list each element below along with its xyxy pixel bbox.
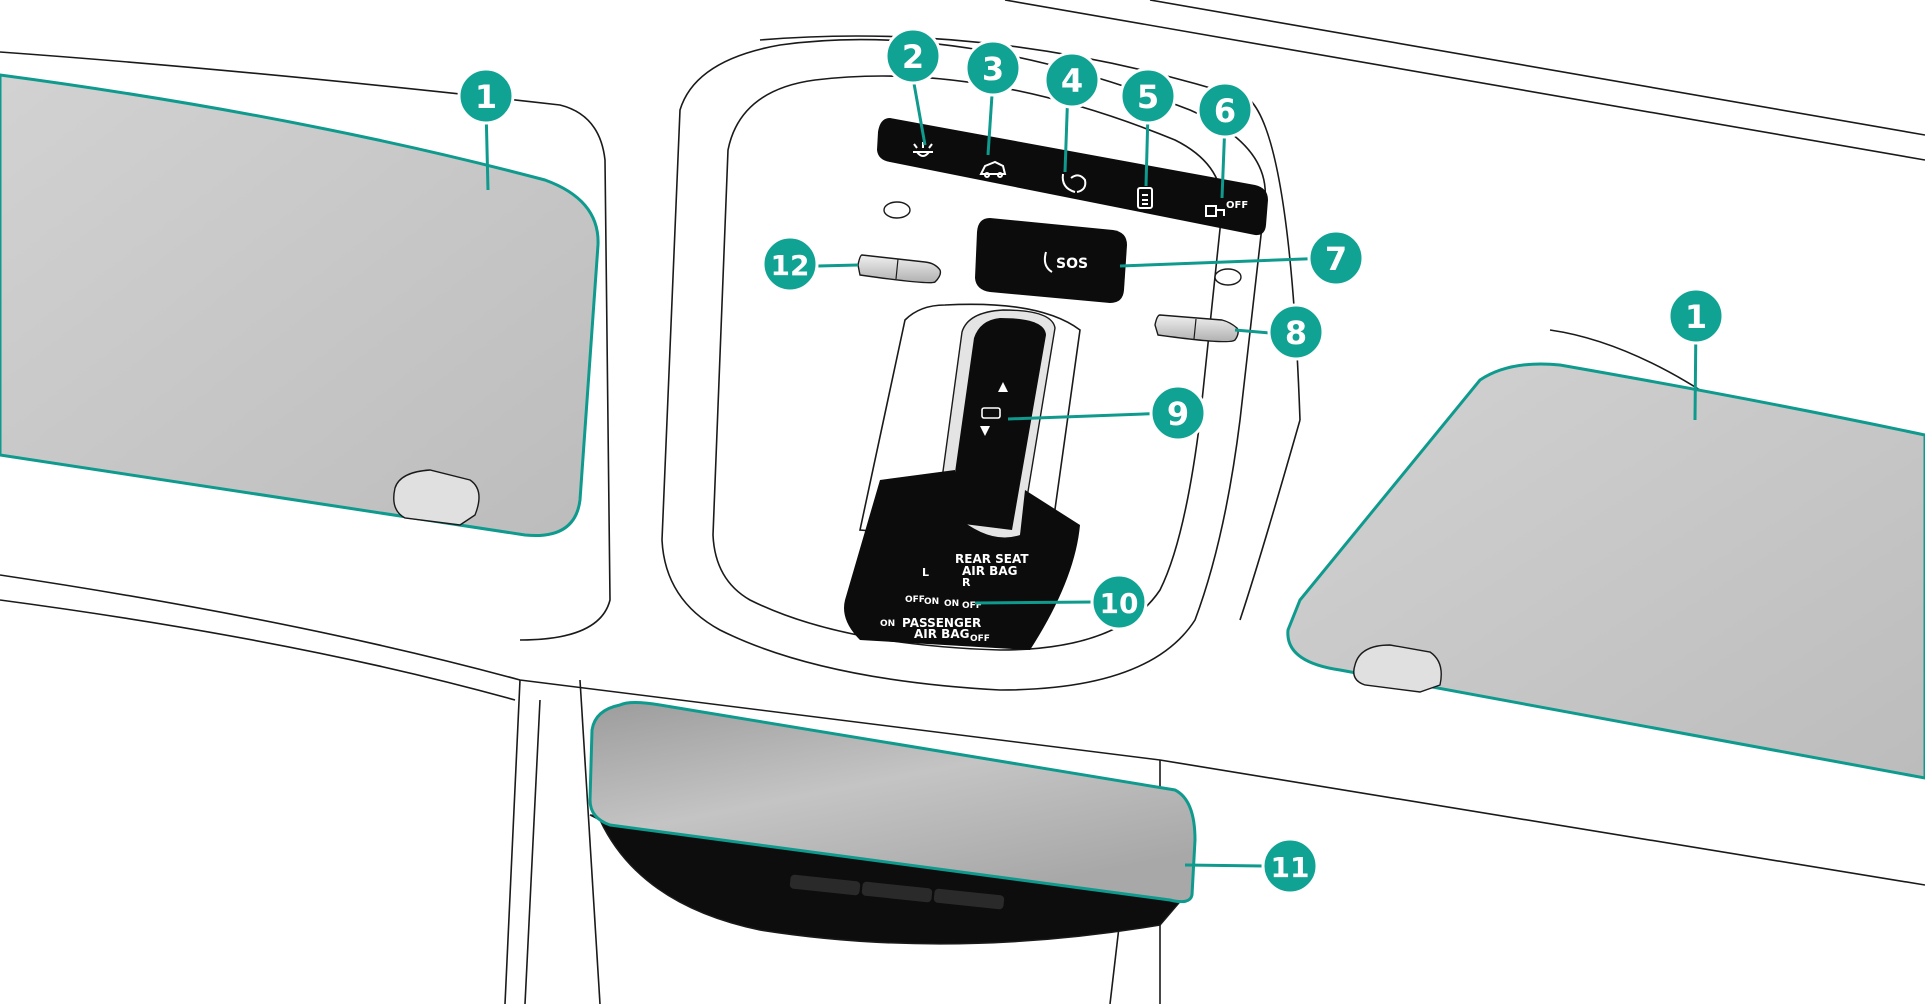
callout-12: 12 xyxy=(763,237,817,291)
left-sun-visor[interactable] xyxy=(0,75,598,536)
svg-text:1: 1 xyxy=(475,78,497,116)
svg-text:12: 12 xyxy=(771,249,810,282)
callout-6: 6 xyxy=(1198,83,1252,137)
callout-3: 3 xyxy=(966,41,1020,95)
passenger-on-text: ON xyxy=(880,619,895,629)
svg-text:2: 2 xyxy=(902,38,924,76)
passenger-airbag-text: AIR BAG xyxy=(914,627,969,641)
svg-text:11: 11 xyxy=(1271,851,1310,884)
right-sun-visor[interactable] xyxy=(1288,364,1925,778)
callout-1-right: 1 xyxy=(1669,289,1723,343)
svg-text:5: 5 xyxy=(1137,78,1159,116)
left-reading-light-button[interactable] xyxy=(858,255,940,283)
sos-label: SOS xyxy=(1056,256,1088,272)
airbag-status-2: ON xyxy=(924,597,939,607)
svg-text:9: 9 xyxy=(1167,395,1189,433)
svg-text:7: 7 xyxy=(1325,240,1347,278)
callout-4: 4 xyxy=(1045,53,1099,107)
callout-7: 7 xyxy=(1309,231,1363,285)
svg-text:1: 1 xyxy=(1685,298,1707,336)
callout-5: 5 xyxy=(1121,69,1175,123)
icon6-off-text: OFF xyxy=(1226,200,1248,211)
callout-1-left: 1 xyxy=(459,69,513,123)
sos-button[interactable]: SOS xyxy=(975,218,1127,303)
passenger-off-text: OFF xyxy=(970,634,990,644)
svg-text:10: 10 xyxy=(1100,587,1139,620)
callout-2: 2 xyxy=(886,29,940,83)
callout-10: 10 xyxy=(1092,575,1146,629)
indicator-light-right xyxy=(1215,269,1241,285)
callout-9: 9 xyxy=(1151,386,1205,440)
rear-left-label: L xyxy=(922,566,929,579)
rear-view-mirror[interactable] xyxy=(590,703,1195,944)
svg-text:3: 3 xyxy=(982,50,1004,88)
airbag-status-1: OFF xyxy=(905,595,925,605)
right-reading-light-button[interactable] xyxy=(1155,315,1238,342)
svg-text:8: 8 xyxy=(1285,314,1307,352)
indicator-light-left xyxy=(884,202,910,218)
svg-text:4: 4 xyxy=(1061,62,1083,100)
callout-8: 8 xyxy=(1269,305,1323,359)
top-button-strip: OFF xyxy=(877,118,1268,235)
airbag-status-3: ON xyxy=(944,599,959,609)
callout-11: 11 xyxy=(1263,839,1317,893)
rear-right-label: R xyxy=(962,576,971,589)
svg-text:6: 6 xyxy=(1214,92,1236,130)
